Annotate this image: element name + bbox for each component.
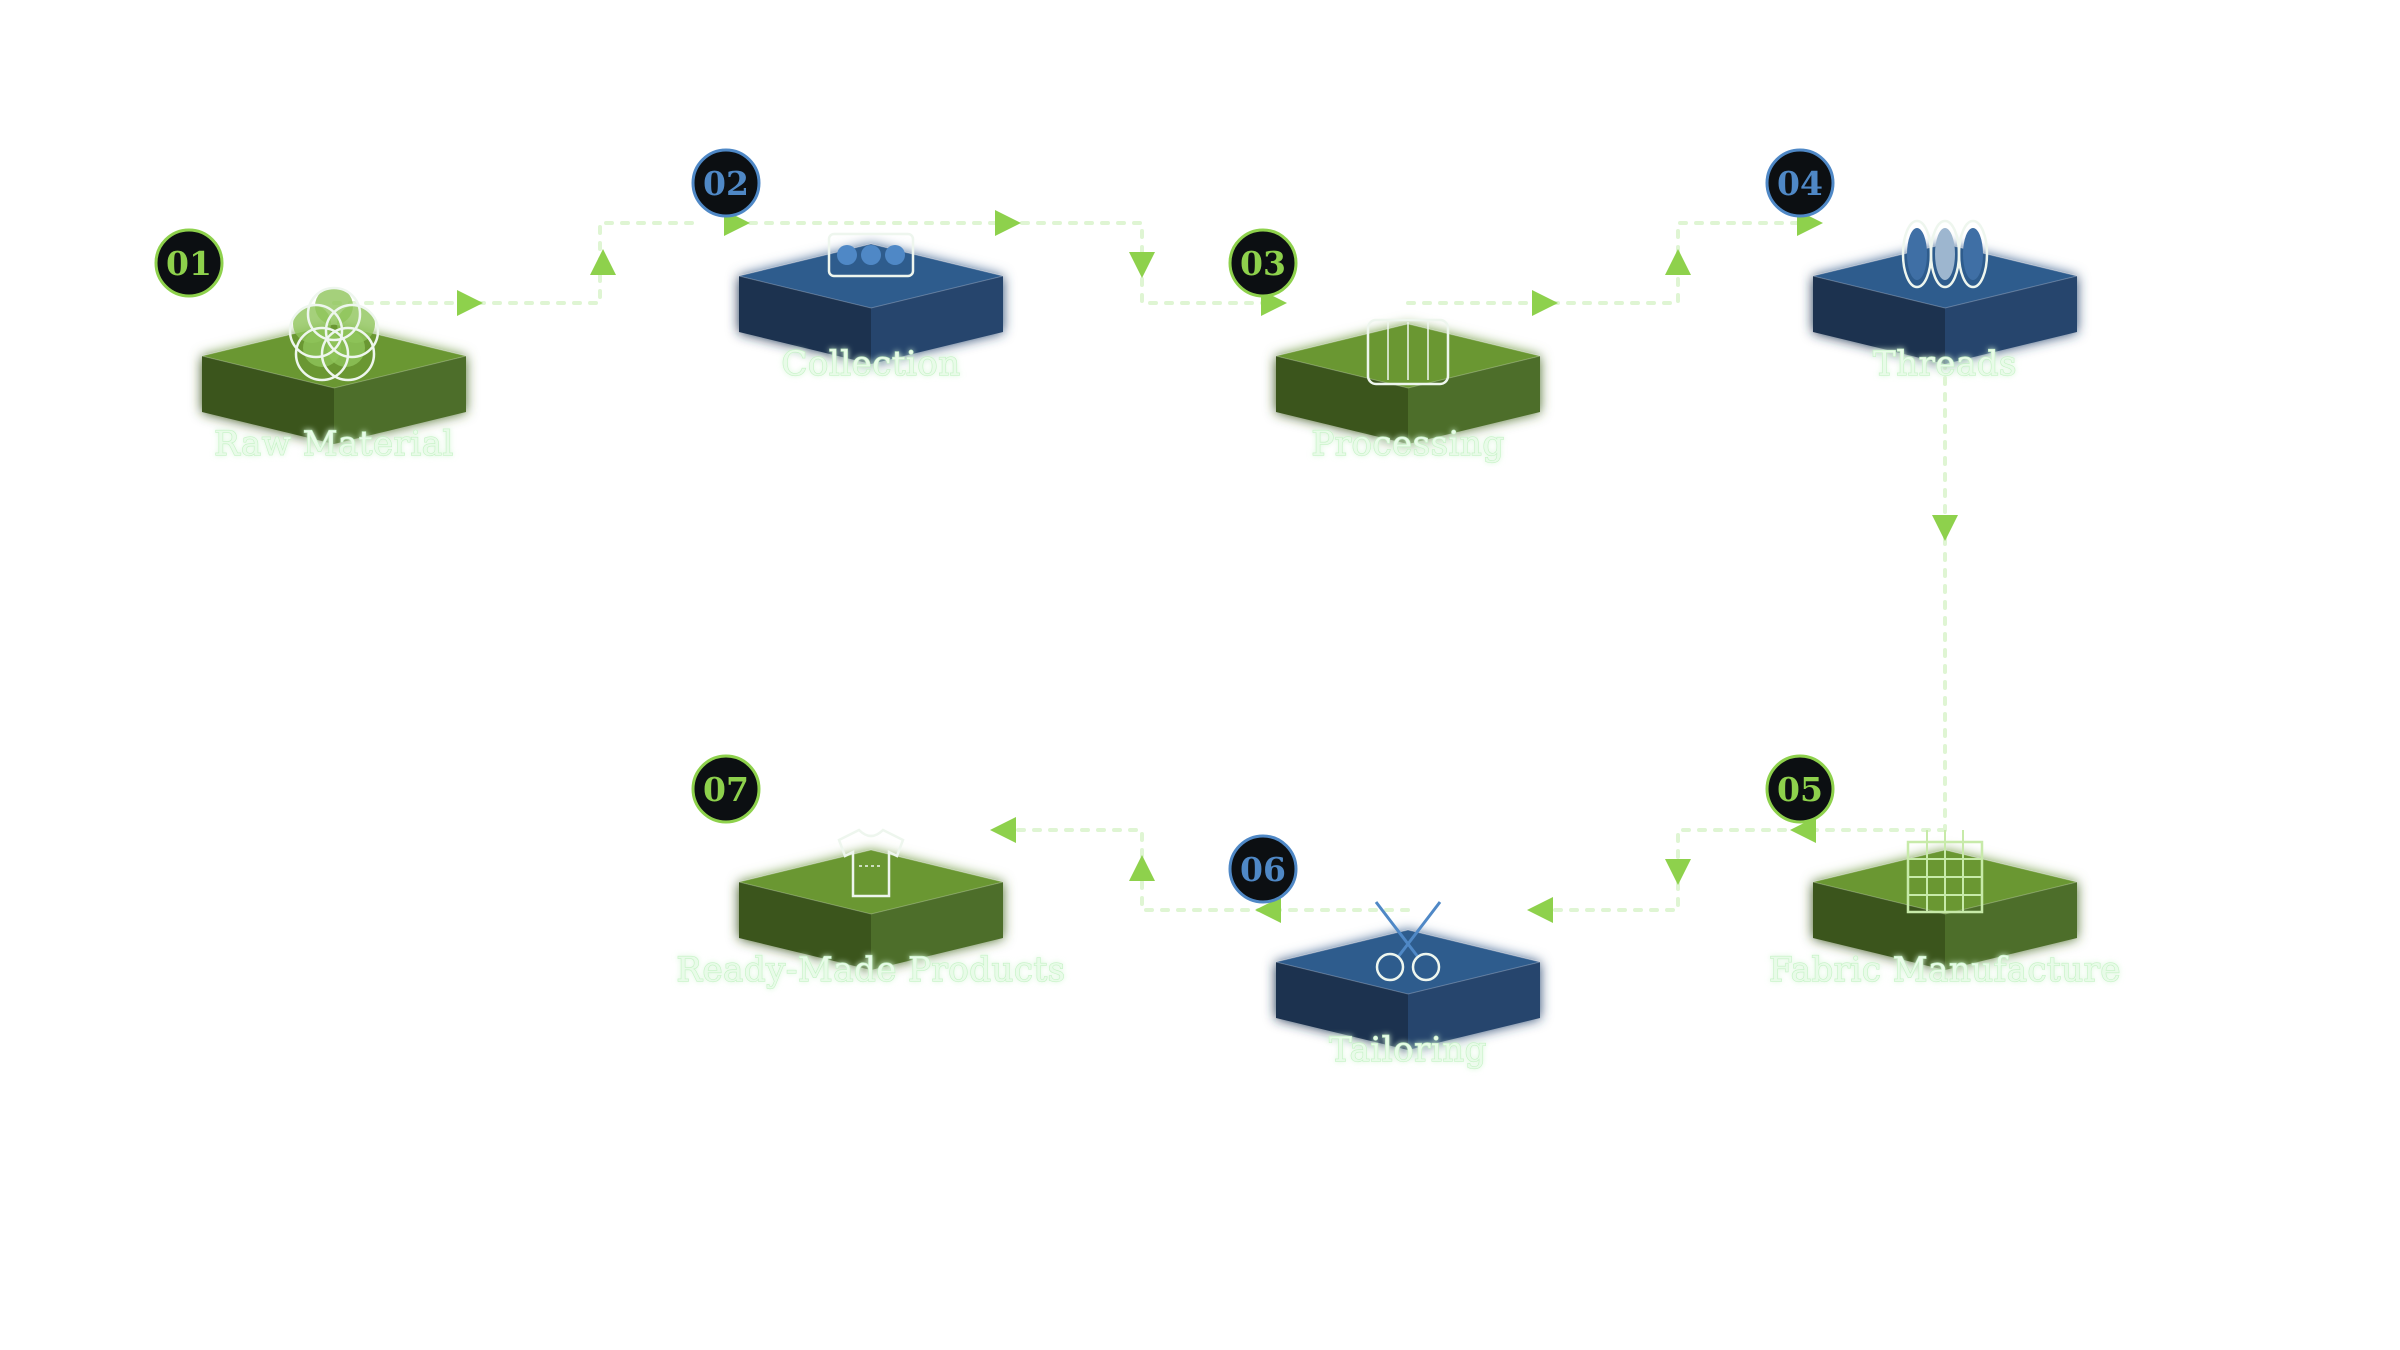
bale-icon [827,232,915,278]
spools-icon [1901,219,1989,289]
flow-arrow-14 [1255,897,1281,923]
tshirt-icon [837,828,905,898]
flow-arrow-8 [1665,249,1691,275]
step-number-badge: 06 [1228,834,1298,904]
connector-line-6 [998,828,1410,912]
step-number-badge: 04 [1765,148,1835,218]
flow-arrow-2 [590,249,616,275]
flow-arrow-4 [995,210,1021,236]
scissors-icon [1374,901,1442,982]
cotton-icon [288,286,380,382]
fabric-grid-icon [1906,830,1984,914]
connector-lines [332,221,1947,912]
step-label: Threads [1873,344,2017,384]
step-number-badge: 03 [1228,228,1298,298]
step-number: 02 [703,164,749,203]
step-number-badge: 01 [154,228,224,298]
flow-arrows [457,210,1958,923]
step-label: Collection [781,344,960,384]
bundle-icon [1366,318,1450,386]
flow-arrow-15 [1129,855,1155,881]
step-label: Tailoring [1329,1030,1487,1070]
step-number-badge: 07 [691,754,761,824]
connector-line-3 [1406,221,1802,305]
step-number: 03 [1240,244,1286,283]
connector-line-1 [332,221,702,305]
step-number: 06 [1240,850,1286,889]
step-label: Ready-Made Products [676,950,1065,990]
step-number: 01 [166,244,212,283]
flow-arrow-16 [990,817,1016,843]
step-label: Fabric Manufacture [1769,950,2121,990]
step-number-badge: 02 [691,148,761,218]
flow-arrow-10 [1932,515,1958,541]
flow-arrow-5 [1129,252,1155,278]
step-box [1275,929,1541,1050]
step-number: 04 [1777,164,1823,203]
flow-arrow-12 [1665,859,1691,885]
step-number: 07 [703,770,749,809]
step-number-badge: 05 [1765,754,1835,824]
step-label: Processing [1311,424,1504,464]
step-label: Raw Material [214,424,454,464]
step-box [738,849,1004,970]
flow-arrow-7 [1532,290,1558,316]
step-number: 05 [1777,770,1823,809]
flow-arrow-1 [457,290,483,316]
flow-arrow-13 [1527,897,1553,923]
flow-arrow-11 [1790,817,1816,843]
